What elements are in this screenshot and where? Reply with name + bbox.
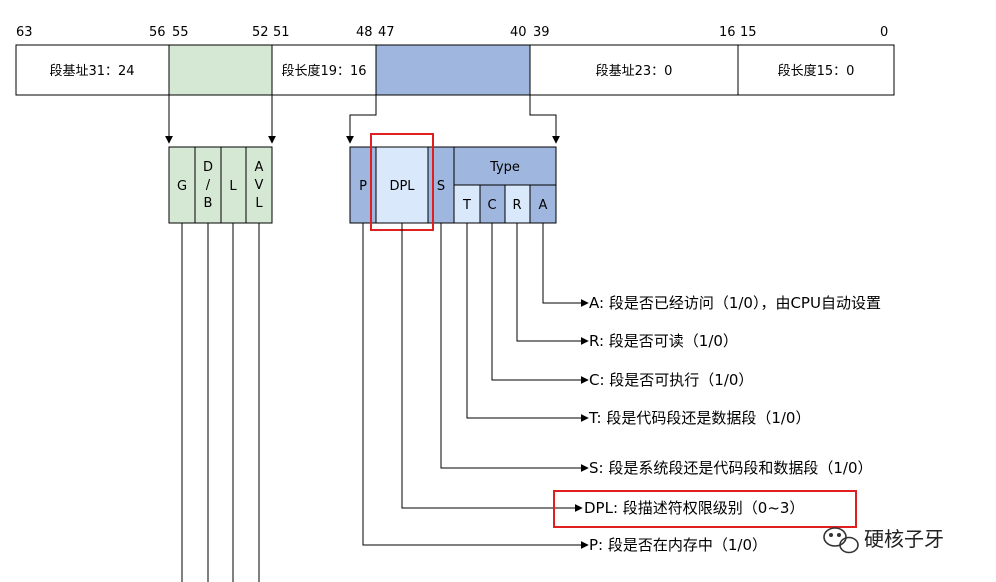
desc-r: R: 段是否可读（1/0） [589,332,738,350]
field-base-31-24: 段基址31：24 [49,64,134,79]
watermark: 硬核子牙 [823,527,944,554]
bit-51: 51 [273,25,290,40]
access-box: P DPL S Type T C R A [349,133,557,231]
flag-avl-2: V [255,178,264,193]
field-base-23-0: 段基址23：0 [596,64,673,79]
descriptions: A: 段是否已经访问（1/0），由CPU自动设置 R: 段是否可读（1/0） C… [553,294,881,554]
dpl-desc-highlight [553,490,857,528]
flag-l: L [229,179,237,194]
flag-g: G [177,179,187,194]
access-s: S [437,179,445,194]
bit-63: 63 [16,25,33,40]
desc-p: P: 段是否在内存中（1/0） [589,536,767,554]
desc-s: S: 段是系统段还是代码段和数据段（1/0） [589,459,873,477]
desc-a: A: 段是否已经访问（1/0），由CPU自动设置 [589,294,881,312]
descriptor-row: 段基址31：24 段长度19：16 段基址23：0 段长度15：0 [15,44,895,96]
flag-avl-3: L [255,196,263,211]
bit-39: 39 [533,25,550,40]
bit-52: 52 [252,25,269,40]
bit-47: 47 [378,25,395,40]
description-connectors [362,223,589,549]
wechat-icon [823,527,859,554]
flags-drop-lines [181,223,260,582]
access-r: R [512,198,521,213]
flag-db-2: / [206,178,211,193]
a-cell [529,184,557,224]
desc-c: C: 段是否可执行（1/0） [589,371,753,389]
bit-0: 0 [880,25,888,40]
access-dpl: DPL [389,179,415,194]
arrow-access-left [346,95,377,144]
flags-field [168,44,273,96]
field-limit-15-0: 段长度15：0 [778,63,855,79]
connector-t [466,223,589,422]
access-t: T [462,198,471,213]
connector-p [362,223,589,549]
bit-55: 55 [172,25,189,40]
bit-40: 40 [510,25,527,40]
access-p: P [359,179,367,194]
bit-number-row: 63 56 55 52 51 48 47 40 39 16 15 0 [16,25,888,40]
flags-box: G D / B L A V L [168,146,273,224]
expand-arrows [165,95,560,144]
arrow-access-right [529,95,560,144]
connector-c [491,223,589,384]
desc-t: T: 段是代码段还是数据段（1/0） [588,409,810,427]
dpl-cell [375,146,429,224]
access-a: A [539,198,548,213]
connector-r [516,223,589,345]
access-type: Type [489,160,520,175]
access-field [375,44,531,96]
bit-16: 16 [719,25,736,40]
flag-db-1: D [203,160,213,175]
flag-db-3: B [204,196,213,211]
t-cell [453,184,481,224]
field-limit-19-16: 段长度19：16 [281,63,366,79]
flag-avl-1: A [255,160,264,175]
bit-56: 56 [149,25,166,40]
access-c: C [487,198,496,213]
r-cell [504,184,531,224]
desc-dpl: DPL: 段描述符权限级别（0~3） [584,499,804,517]
connector-s [440,223,589,472]
connector-a [542,223,589,307]
bit-48: 48 [356,25,373,40]
connector-dpl [401,223,583,512]
watermark-text: 硬核子牙 [864,527,944,551]
bit-15: 15 [740,25,757,40]
